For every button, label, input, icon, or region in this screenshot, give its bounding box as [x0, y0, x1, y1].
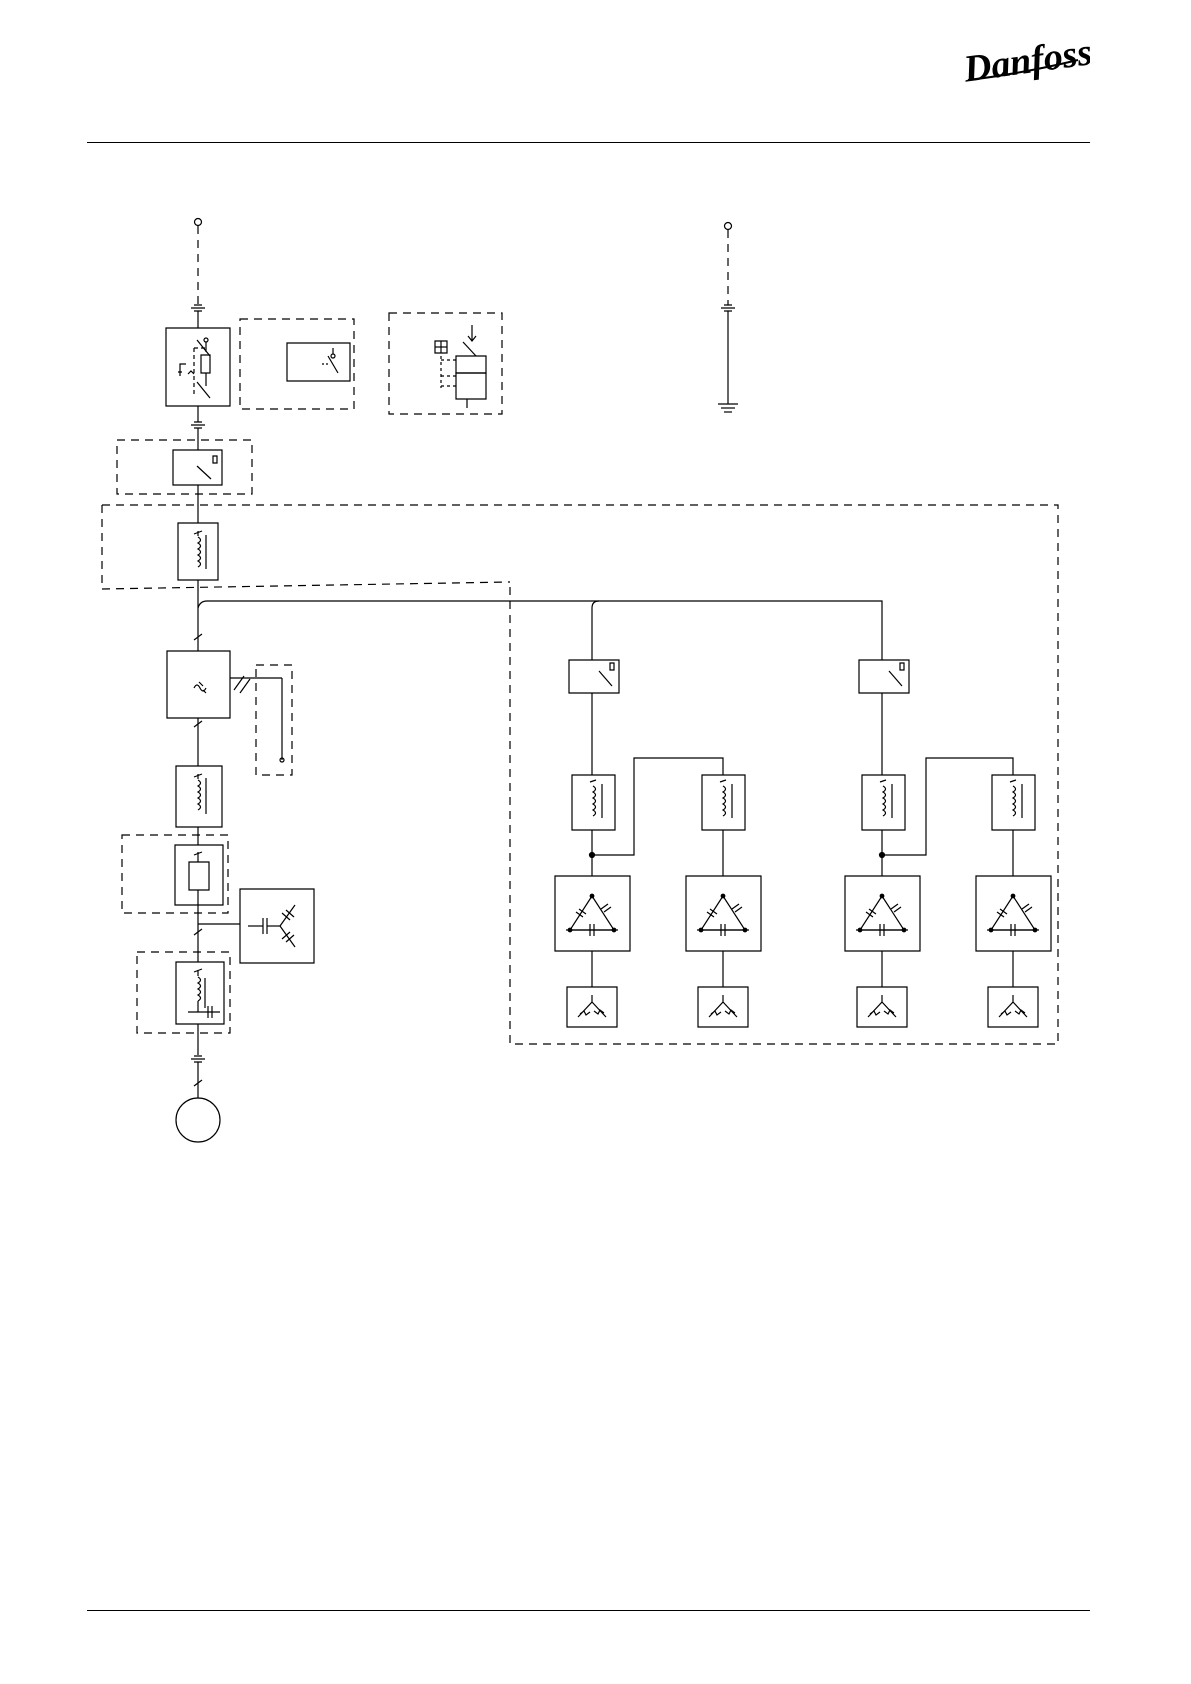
branch-reactor-1a — [572, 775, 615, 858]
branch-breaker-2 — [859, 660, 909, 876]
branch-reactor-2a — [862, 775, 905, 858]
earth-symbol — [718, 311, 738, 412]
delta-capacitor-3 — [845, 876, 920, 987]
feeder-link-1 — [191, 406, 205, 448]
delta-capacitor-1 — [555, 876, 630, 987]
dv-dt-filter — [137, 952, 230, 1055]
branch-bus — [198, 601, 882, 660]
delta-capacitor-4 — [976, 876, 1051, 987]
earth-terminal — [721, 223, 735, 312]
load-1 — [567, 987, 617, 1027]
branch-breaker-1 — [569, 660, 619, 876]
load-4 — [988, 987, 1038, 1027]
sine-filter — [122, 835, 228, 962]
load-2 — [698, 987, 748, 1027]
output-reactor — [176, 766, 222, 845]
supply-terminal — [191, 219, 205, 329]
frequency-converter — [167, 651, 292, 775]
motor — [176, 1056, 220, 1142]
delta-capacitor-2 — [686, 876, 761, 987]
load-3 — [857, 987, 907, 1027]
isolator-fuse-switch — [166, 328, 230, 406]
circuit-breaker — [117, 440, 252, 523]
protection-relay-box — [240, 319, 354, 409]
transformer — [178, 523, 218, 651]
interlock-box — [389, 313, 502, 414]
